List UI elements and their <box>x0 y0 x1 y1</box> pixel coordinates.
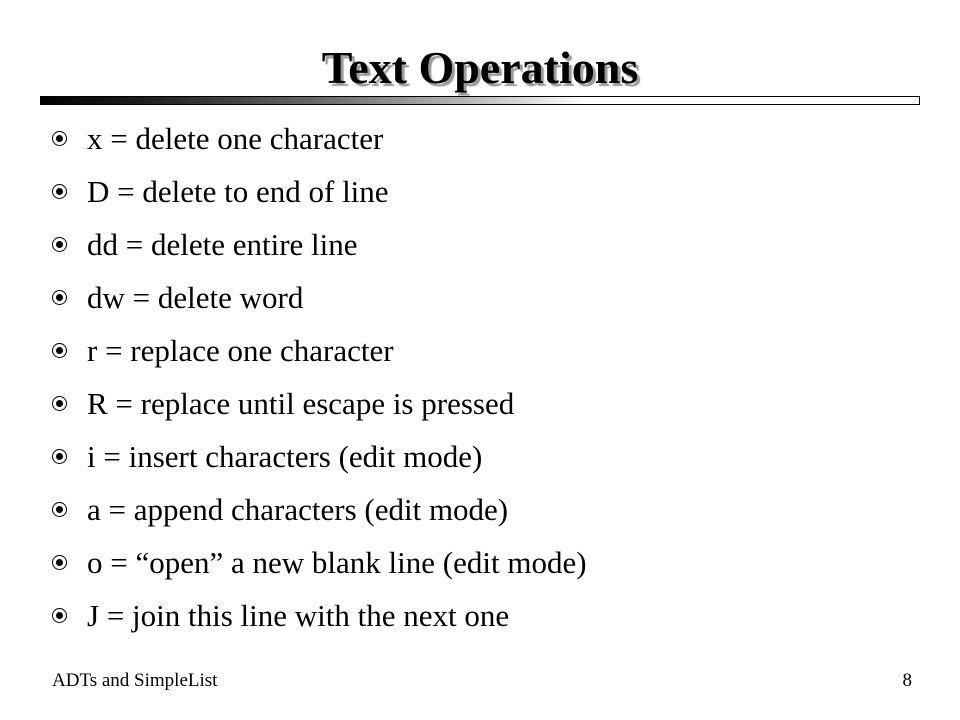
bullet-text: R = replace until escape is pressed <box>87 385 515 421</box>
bullet-item: dd = delete entire line <box>52 218 912 271</box>
bullet-item: J = join this line with the next one <box>52 589 912 642</box>
bullet-item: a = append characters (edit mode) <box>52 483 912 536</box>
bullet-text: i = insert characters (edit mode) <box>87 438 483 474</box>
slide-title: Text Operations <box>321 42 639 93</box>
bullet-text: dd = delete entire line <box>87 226 358 262</box>
bullet-text: J = join this line with the next one <box>87 597 510 633</box>
bullet-dot-icon <box>52 184 67 199</box>
bullet-dot-icon <box>52 396 67 411</box>
bullet-text: x = delete one character <box>87 120 384 156</box>
bullet-text: dw = delete word <box>87 279 304 315</box>
bullet-item: dw = delete word <box>52 271 912 324</box>
page-number: 8 <box>902 670 913 691</box>
bullet-text: r = replace one character <box>87 332 394 368</box>
bullet-dot-icon <box>52 131 67 146</box>
bullet-item: r = replace one character <box>52 324 912 377</box>
bullet-dot-icon <box>52 608 67 623</box>
bullet-dot-icon <box>52 237 67 252</box>
title-underline-rule <box>40 96 920 105</box>
bullet-dot-icon <box>52 502 67 517</box>
bullet-text: o = “open” a new blank line (edit mode) <box>87 544 587 580</box>
bullet-list: x = delete one character D = delete to e… <box>52 112 912 642</box>
bullet-text: a = append characters (edit mode) <box>87 491 509 527</box>
bullet-text: D = delete to end of line <box>87 173 389 209</box>
footer-title: ADTs and SimpleList <box>52 670 218 691</box>
bullet-item: x = delete one character <box>52 112 912 165</box>
bullet-item: o = “open” a new blank line (edit mode) <box>52 536 912 589</box>
bullet-item: D = delete to end of line <box>52 165 912 218</box>
bullet-dot-icon <box>52 290 67 305</box>
bullet-dot-icon <box>52 343 67 358</box>
bullet-dot-icon <box>52 449 67 464</box>
bullet-item: R = replace until escape is pressed <box>52 377 912 430</box>
bullet-dot-icon <box>52 555 67 570</box>
bullet-item: i = insert characters (edit mode) <box>52 430 912 483</box>
